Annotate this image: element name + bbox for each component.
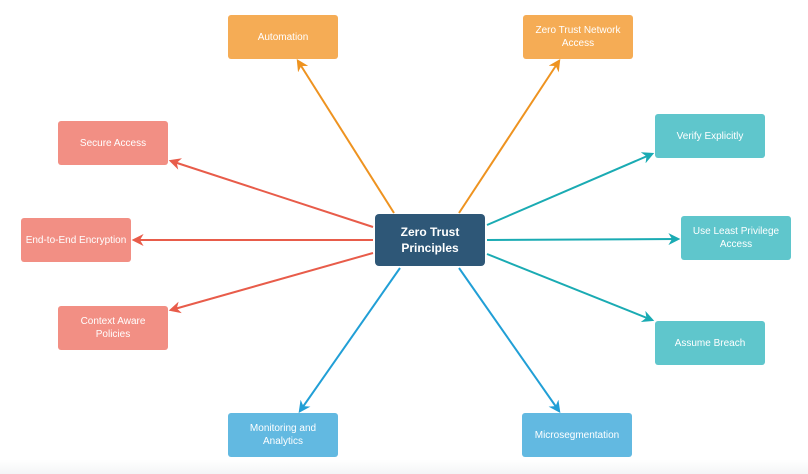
node-use-least-privilege-access[interactable]: Use Least Privilege Access xyxy=(681,216,791,260)
edge-center-to-context-aware xyxy=(168,252,374,314)
edge-center-to-microsegmentation xyxy=(458,267,561,413)
central-node-zero-trust-principles[interactable]: Zero Trust Principles xyxy=(375,214,485,266)
node-label: Secure Access xyxy=(79,137,147,149)
edge-center-to-verify-explicitly xyxy=(486,152,655,226)
node-assume-breach[interactable]: Assume Breach xyxy=(655,321,765,365)
node-monitoring-and-analytics[interactable]: Monitoring and Analytics xyxy=(228,413,338,457)
node-zero-trust-network-access[interactable]: Zero Trust Network Access xyxy=(523,15,633,59)
node-microsegmentation[interactable]: Microsegmentation xyxy=(522,413,632,457)
node-label: Assume Breach xyxy=(674,337,746,349)
edge-center-to-secure-access xyxy=(168,158,374,228)
node-verify-explicitly[interactable]: Verify Explicitly xyxy=(655,114,765,158)
canvas-bottom-fade xyxy=(0,460,808,474)
edge-center-to-automation xyxy=(296,58,395,214)
node-label: Zero Trust Network Access xyxy=(535,25,621,49)
node-label: Zero Trust Principles xyxy=(400,225,460,255)
node-end-to-end-encryption[interactable]: End-to-End Encryption xyxy=(21,218,131,262)
node-secure-access[interactable]: Secure Access xyxy=(58,121,168,165)
edge-center-to-least-privilege xyxy=(486,233,681,246)
node-label: Verify Explicitly xyxy=(676,130,744,142)
node-label: Context Aware Policies xyxy=(80,316,146,340)
node-context-aware-policies[interactable]: Context Aware Policies xyxy=(58,306,168,350)
node-label: Microsegmentation xyxy=(534,429,620,441)
node-label: Monitoring and Analytics xyxy=(249,423,317,447)
edge-center-to-assume-breach xyxy=(486,253,655,323)
edge-center-to-monitoring xyxy=(298,267,401,413)
edge-center-to-ztna xyxy=(458,58,561,214)
node-label: Use Least Privilege Access xyxy=(692,226,780,250)
node-label: Automation xyxy=(257,31,309,43)
node-automation[interactable]: Automation xyxy=(228,15,338,59)
node-label: End-to-End Encryption xyxy=(25,234,127,246)
